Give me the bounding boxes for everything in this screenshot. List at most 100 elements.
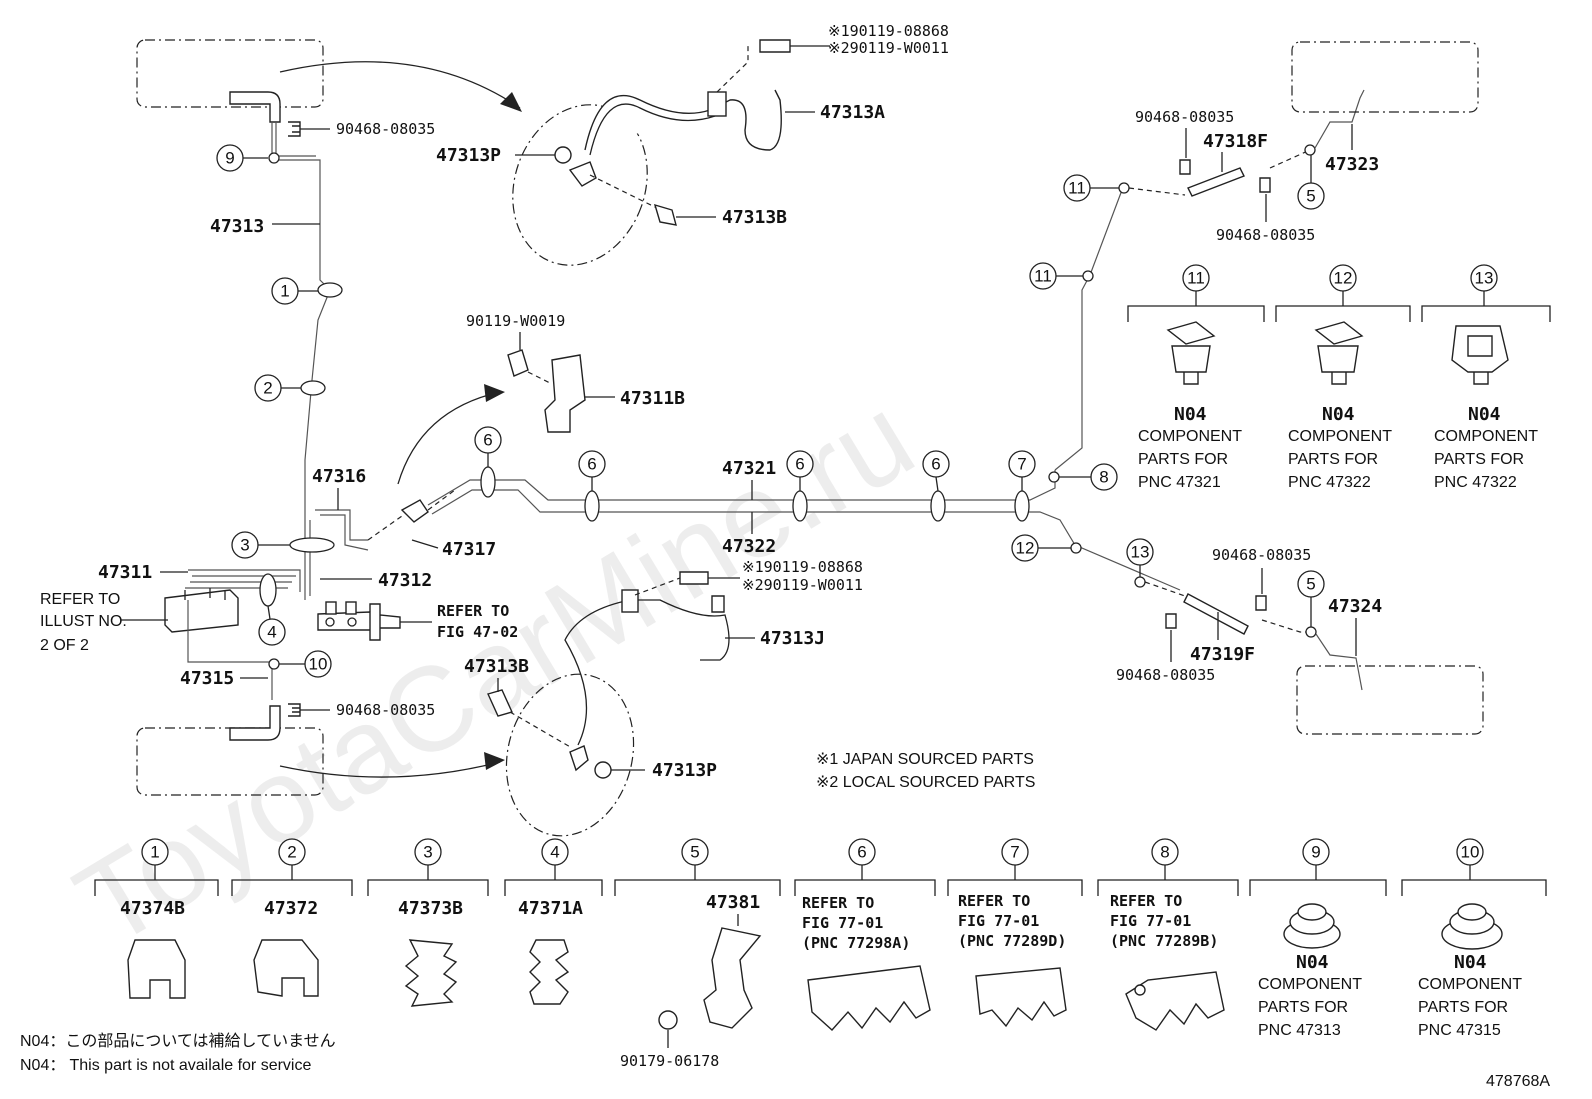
svg-text:N04: N04	[1454, 952, 1487, 973]
svg-text:2: 2	[263, 379, 272, 398]
part-union-bot-2: ※290119-W0011	[742, 576, 863, 594]
group-11: 11 N04 COMPONENT PARTS FOR PNC 47321	[1127, 264, 1265, 491]
svg-text:11: 11	[1068, 179, 1086, 198]
wheel-area-top-left	[136, 39, 324, 108]
pipe-47321	[427, 470, 1056, 506]
part-bolt-90119: 90119-W0019	[466, 312, 565, 330]
hose-47319F	[1183, 593, 1249, 635]
group-12: 12 N04 COMPONENT PARTS FOR PNC 47322	[1275, 264, 1411, 491]
svg-text:12: 12	[1334, 269, 1353, 288]
bottom-group-1: 1 47374B	[94, 838, 219, 999]
part-47316: 47316	[312, 466, 366, 487]
pipe-47322	[431, 489, 1181, 591]
bottom-group-10: 10 N04 COMPONENT PARTS FOR PNC 47315	[1401, 838, 1547, 1039]
joint-12	[1070, 542, 1082, 554]
bottom-group-7: 7 REFER TO FIG 77-01 (PNC 77289D)	[947, 838, 1083, 1028]
svg-text:11: 11	[1034, 267, 1052, 286]
arrow-bottom-left	[279, 761, 501, 778]
svg-text:PARTS FOR: PARTS FOR	[1138, 451, 1228, 468]
bracket-47311B	[544, 354, 586, 433]
pipe-47324	[1315, 633, 1363, 691]
joint-5a	[1304, 144, 1316, 156]
part-47312: 47312	[378, 570, 432, 591]
refer-left-3: 2 OF 2	[40, 637, 89, 654]
svg-text:N04: N04	[1296, 952, 1329, 973]
clamp-6a	[480, 466, 496, 498]
svg-text:7: 7	[1017, 455, 1026, 474]
part-clip-top-left: 90468-08035	[336, 120, 435, 138]
master-cylinder	[317, 603, 401, 641]
svg-text:FIG 77-01: FIG 77-01	[802, 914, 883, 932]
refer-fig-2: FIG 47-02	[437, 623, 518, 641]
part-clip-bot-left: 90468-08035	[336, 701, 435, 719]
svg-text:PNC 47315: PNC 47315	[1418, 1022, 1501, 1039]
svg-text:11: 11	[1187, 269, 1205, 288]
svg-text:47374B: 47374B	[120, 898, 185, 919]
pipe-47313	[271, 122, 331, 520]
tee-47317	[400, 499, 429, 523]
svg-text:PARTS FOR: PARTS FOR	[1288, 451, 1378, 468]
part-clip-rt-top2: 90468-08035	[1216, 226, 1315, 244]
part-clip-rt-top1: 90468-08035	[1135, 108, 1234, 126]
bottom-group-3: 3 47373B	[367, 838, 489, 1007]
bracket-bottom	[569, 745, 589, 772]
svg-text:COMPONENT: COMPONENT	[1434, 428, 1538, 445]
svg-text:47371A: 47371A	[518, 898, 583, 919]
svg-text:6: 6	[795, 455, 804, 474]
svg-text:5: 5	[1306, 187, 1315, 206]
svg-text:6: 6	[483, 431, 492, 450]
hose-bottom-left	[229, 705, 281, 741]
svg-text:FIG 77-01: FIG 77-01	[1110, 912, 1191, 930]
bottom-group-8: 8 REFER TO FIG 77-01 (PNC 77289B)	[1097, 838, 1239, 1031]
footnote-en: N04： This part is not availale for servi…	[20, 1057, 311, 1074]
svg-text:5: 5	[690, 843, 699, 862]
svg-text:PNC 47322: PNC 47322	[1434, 474, 1517, 491]
footnote-jp: N04：この部品については補給していません	[20, 1032, 336, 1050]
clamp-4	[259, 573, 277, 607]
note-local: ※2 LOCAL SOURCED PARTS	[816, 774, 1035, 791]
bottom-group-4: 4 47371A	[504, 838, 603, 1005]
part-47311: 47311	[98, 562, 152, 583]
bottom-group-2: 2 47372	[231, 838, 353, 997]
part-47313B-bot: 47313B	[464, 656, 529, 677]
caliper-detail-bottom	[505, 673, 635, 837]
part-47324: 47324	[1328, 596, 1382, 617]
bottom-group-6: 6 REFER TO FIG 77-01 (PNC 77298A)	[794, 838, 936, 1031]
svg-text:COMPONENT: COMPONENT	[1258, 976, 1362, 993]
wheel-area-bottom-right	[1296, 665, 1484, 735]
svg-text:6: 6	[587, 455, 596, 474]
svg-text:47373B: 47373B	[398, 898, 463, 919]
clamp-6c	[792, 490, 808, 522]
svg-text:90179-06178: 90179-06178	[620, 1052, 719, 1070]
svg-text:5: 5	[1306, 575, 1315, 594]
part-clip-rt-bot1: 90468-08035	[1116, 666, 1215, 684]
joint-5b	[1305, 626, 1317, 638]
svg-text:13: 13	[1475, 269, 1494, 288]
bolt-47313B-bot	[487, 689, 513, 717]
clamp-1	[317, 282, 343, 298]
part-47313P-bot: 47313P	[652, 760, 717, 781]
clamp-3	[289, 537, 335, 553]
part-47313P-top: 47313P	[436, 145, 501, 166]
clip-icon	[288, 121, 301, 137]
svg-text:1: 1	[280, 282, 289, 301]
svg-text:3: 3	[240, 536, 249, 555]
part-47313B-top: 47313B	[722, 207, 787, 228]
svg-text:2: 2	[287, 843, 296, 862]
joint-9	[268, 152, 280, 164]
arrow-top-left	[279, 61, 521, 109]
svg-text:N04: N04	[1174, 404, 1207, 425]
part-clip-rt-bot2: 90468-08035	[1212, 546, 1311, 564]
svg-text:9: 9	[225, 149, 234, 168]
bracket-top	[568, 161, 597, 187]
svg-text:6: 6	[857, 843, 866, 862]
joint-11b	[1082, 270, 1094, 282]
svg-text:(PNC 77289B): (PNC 77289B)	[1110, 932, 1218, 950]
svg-text:1: 1	[150, 843, 159, 862]
note-japan: ※1 JAPAN SOURCED PARTS	[816, 751, 1034, 768]
svg-text:9: 9	[1311, 843, 1320, 862]
clamp-2	[300, 380, 326, 396]
svg-text:10: 10	[309, 655, 328, 674]
svg-text:6: 6	[931, 455, 940, 474]
